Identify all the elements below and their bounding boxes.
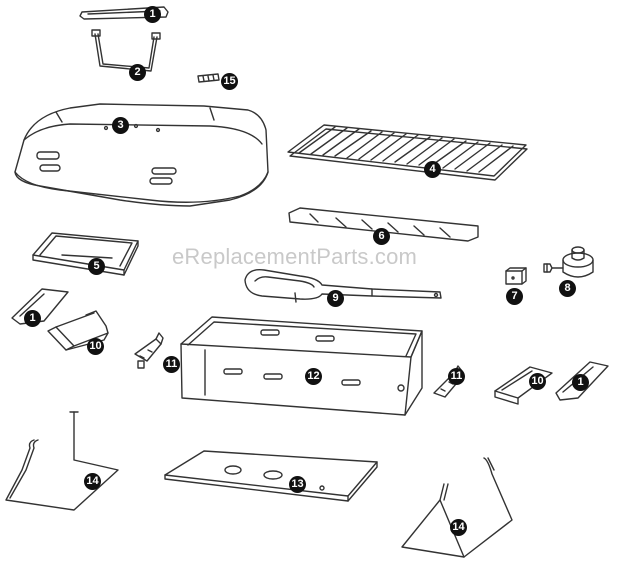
callout-1-left-handle: 1: [24, 310, 41, 327]
callout-10-left-bracket: 10: [87, 338, 104, 355]
bottom-plate-part: [164, 450, 378, 502]
control-block-part: [505, 267, 527, 285]
callout-2-handle-bracket: 2: [129, 64, 146, 81]
handle-bracket-part-left: [47, 310, 109, 351]
callout-3-lid: 3: [112, 117, 129, 134]
callout-11-right-mount: 11: [448, 368, 465, 385]
grease-tray-part: [32, 232, 139, 276]
mount-bracket-part-left: [134, 332, 164, 369]
callout-12-firebox: 12: [305, 368, 322, 385]
firebox-part: [180, 316, 423, 416]
callout-8-regulator: 8: [559, 280, 576, 297]
leg-part-right: [401, 457, 513, 558]
leg-part-left: [5, 411, 119, 511]
callout-4-cooking-grate: 4: [424, 161, 441, 178]
callout-11-left-mount: 11: [163, 356, 180, 373]
callout-6-heat-tent: 6: [373, 228, 390, 245]
callout-1-right-handle: 1: [572, 374, 589, 391]
callout-15-clip: 15: [221, 73, 238, 90]
callout-5-grease-tray: 5: [88, 258, 105, 275]
burner-part: [244, 269, 442, 303]
heat-tent-part: [288, 207, 479, 242]
cooking-grate-part: [287, 124, 528, 181]
handle-bracket-part: [91, 29, 161, 72]
callout-9-burner: 9: [327, 290, 344, 307]
lid-part: [14, 103, 269, 207]
callout-10-right-bracket: 10: [529, 373, 546, 390]
regulator-part: [543, 246, 594, 278]
callout-14-left-leg: 14: [84, 473, 101, 490]
callout-7-control-block: 7: [506, 288, 523, 305]
clip-part: [197, 73, 220, 83]
callout-13-bottom-plate: 13: [289, 476, 306, 493]
callout-1-top-handle: 1: [144, 6, 161, 23]
callout-14-right-leg: 14: [450, 519, 467, 536]
